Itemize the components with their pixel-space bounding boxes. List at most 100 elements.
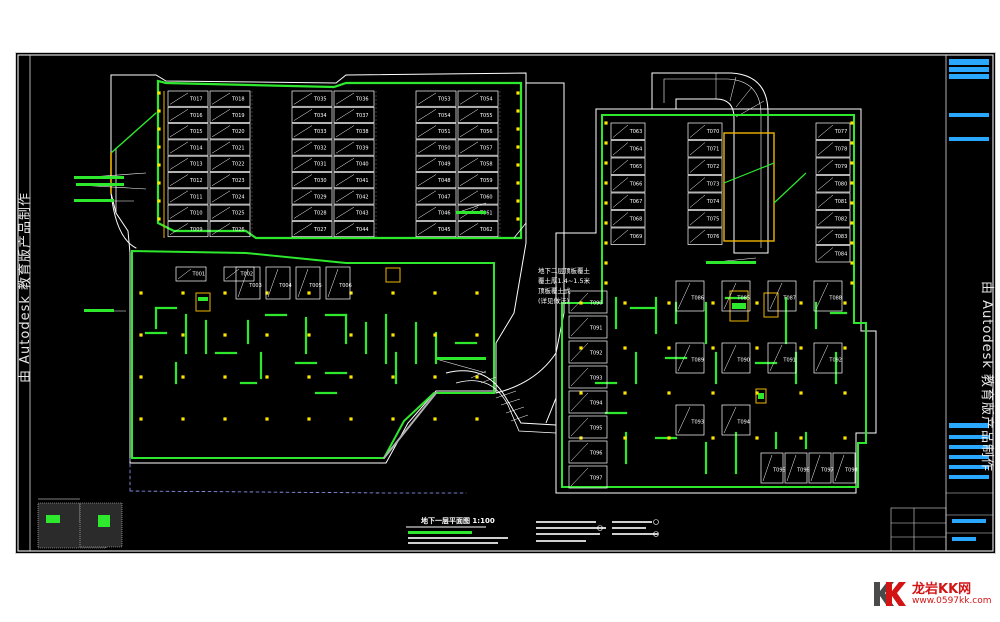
stall-label: T020	[231, 129, 245, 135]
column-marker	[157, 91, 161, 95]
stall-label: T040	[355, 162, 369, 168]
column-marker	[475, 291, 479, 295]
stall-label: T064	[629, 147, 643, 153]
stall-label: T010	[189, 211, 203, 217]
parking-stall: T073	[687, 175, 723, 193]
stall-label: T068	[629, 217, 643, 223]
stall-label: T073	[706, 182, 720, 188]
parking-stall: T092	[568, 340, 608, 364]
parking-stall: T047	[415, 188, 457, 205]
column-marker	[604, 181, 608, 185]
parking-stall: T070	[687, 122, 723, 140]
plan-title-group: 地下一层平面图 1:100	[406, 516, 659, 544]
stall-label: T079	[834, 164, 848, 170]
parking-stall: T033	[291, 123, 333, 140]
column-marker	[433, 375, 437, 379]
stall-label: T090	[736, 358, 750, 364]
column-marker	[850, 221, 854, 225]
column-marker	[623, 346, 627, 350]
column-marker	[755, 436, 759, 440]
parking-stall: T069	[610, 227, 646, 245]
parking-stall: T083	[815, 227, 851, 245]
column-marker	[667, 436, 671, 440]
stall-label: T090	[589, 301, 603, 307]
column-marker	[223, 291, 227, 295]
stall-label: T016	[189, 113, 203, 119]
column-marker	[433, 417, 437, 421]
parking-stall: T042	[333, 188, 375, 205]
parking-stall: T091	[767, 342, 797, 374]
column-marker	[223, 375, 227, 379]
column-marker	[516, 163, 520, 167]
stall-label: T004	[278, 283, 292, 289]
stall-label: T087	[782, 296, 796, 302]
central-note-line-1: 地下二层顶板覆土	[538, 266, 591, 275]
stall-label: T098	[844, 468, 858, 474]
stall-label: T092	[589, 351, 603, 357]
column-marker	[157, 199, 161, 203]
column-marker	[850, 281, 854, 285]
column-marker	[623, 301, 627, 305]
parking-stall: T092	[813, 342, 843, 374]
column-marker	[711, 436, 715, 440]
stall-label: T083	[834, 234, 848, 240]
parking-stall: T028	[291, 204, 333, 221]
parking-stall: T091	[568, 315, 608, 339]
column-marker	[307, 375, 311, 379]
stall-label: T046	[437, 211, 451, 217]
stall-label: T018	[231, 96, 245, 102]
parking-stall: T080	[815, 175, 851, 193]
column-marker	[843, 301, 847, 305]
annotation-tags	[74, 176, 756, 360]
column-marker	[516, 145, 520, 149]
column-marker	[755, 346, 759, 350]
parking-stall: T076	[687, 227, 723, 245]
site-watermark: 龙岩KK网 www.0597kk.com	[872, 578, 992, 612]
parking-stall: T027	[291, 221, 333, 238]
stall-label: T011	[189, 194, 203, 200]
parking-stall: T095	[568, 415, 608, 439]
parking-grid-upper-right: T063T064T065T066T067T068T069T070T071T072…	[610, 122, 851, 263]
parking-stall: T095	[760, 452, 786, 484]
parking-stall: T054	[415, 106, 457, 123]
stall-label: T091	[782, 358, 796, 364]
parking-stall: T002	[223, 266, 255, 282]
parking-stall: T010	[167, 204, 209, 221]
column-marker	[516, 91, 520, 95]
column-marker	[755, 391, 759, 395]
column-marker	[667, 346, 671, 350]
stall-label: T028	[313, 211, 327, 217]
column-marker	[516, 217, 520, 221]
title-block	[890, 54, 994, 552]
watermark-site-url: www.0597kk.com	[912, 596, 992, 606]
stall-label: T014	[189, 145, 203, 151]
stall-label: T012	[189, 178, 203, 184]
stall-label: T022	[231, 162, 245, 168]
column-marker	[604, 221, 608, 225]
stall-label: T029	[313, 194, 327, 200]
parking-stall: T065	[610, 157, 646, 175]
stall-label: T080	[834, 182, 848, 188]
stall-label: T070	[706, 129, 720, 135]
parking-stall: T015	[167, 123, 209, 140]
stall-label: T082	[834, 217, 848, 223]
parking-stall: T090	[721, 342, 751, 374]
parking-stall: T038	[333, 123, 375, 140]
column-marker	[516, 181, 520, 185]
parking-stall: T053	[415, 90, 457, 107]
floor-plan: T017T016T015T014T013T012T011T010T009T018…	[17, 54, 994, 552]
parking-stall: T059	[457, 172, 499, 189]
column-marker	[433, 291, 437, 295]
stall-label: T071	[706, 147, 720, 153]
stall-label: T009	[189, 227, 203, 233]
stall-label: T041	[355, 178, 369, 184]
parking-stall: T046	[415, 204, 457, 221]
parking-stall: T036	[333, 90, 375, 107]
stall-label: T078	[834, 147, 848, 153]
parking-stall: T051	[415, 123, 457, 140]
parking-stall: T043	[333, 204, 375, 221]
column-marker	[711, 301, 715, 305]
column-marker	[181, 333, 185, 337]
column-marker	[850, 201, 854, 205]
parking-stall: T064	[610, 140, 646, 158]
